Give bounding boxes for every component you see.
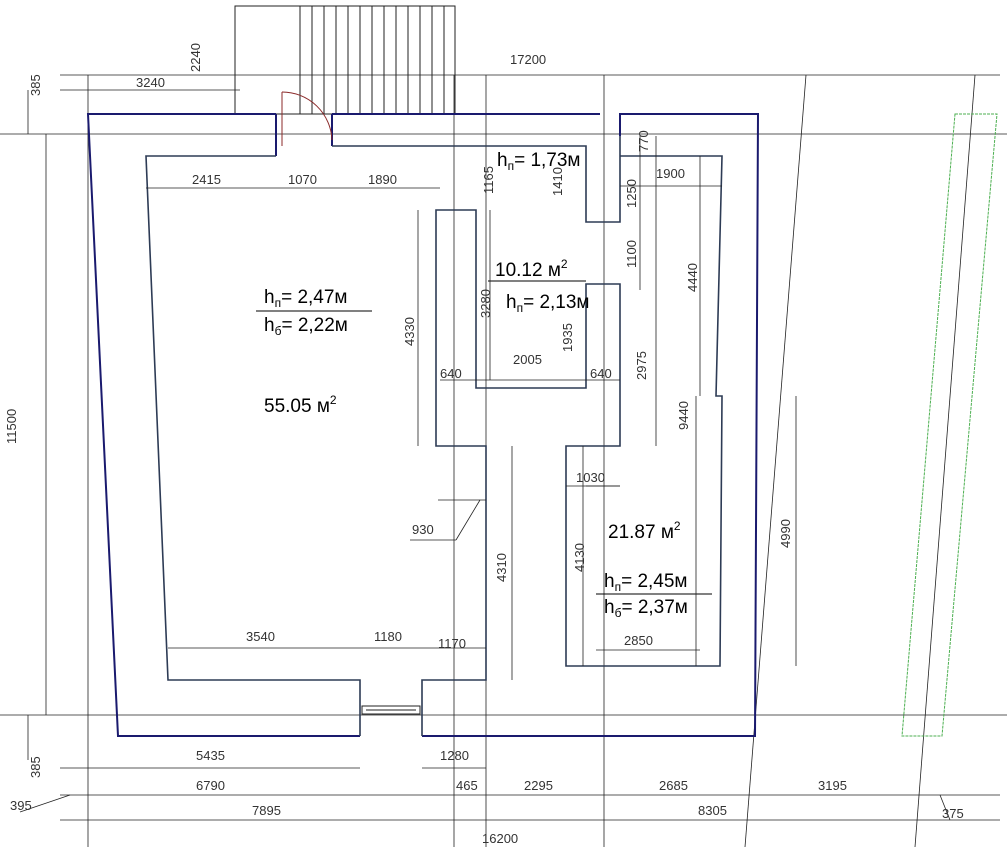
- entrance-door: [281, 91, 333, 146]
- dim-1410: 1410: [550, 167, 565, 196]
- dimension-lines: [19, 89, 1000, 821]
- inner-walls: [145, 136, 723, 736]
- dim-4990: 4990: [778, 519, 793, 548]
- room-top-label: hп= 1,73м: [497, 150, 581, 173]
- dim-1900: 1900: [656, 166, 685, 181]
- svg-text:10.12 м2: 10.12 м2: [495, 257, 568, 281]
- svg-text:hп= 2,47м: hп= 2,47м: [264, 287, 348, 310]
- dim-1935: 1935: [560, 323, 575, 352]
- dim-16200: 16200: [482, 831, 518, 846]
- dim-11500: 11500: [4, 409, 19, 444]
- dim-7895: 7895: [252, 803, 281, 818]
- dim-3280: 3280: [478, 289, 493, 318]
- dim-1165: 1165: [481, 166, 496, 194]
- dim-1180: 1180: [374, 629, 402, 644]
- room-center-label: 10.12 м2 hп= 2,13м: [488, 257, 590, 315]
- dim-3195: 3195: [818, 778, 847, 793]
- dim-5435: 5435: [196, 748, 225, 763]
- adjacent-outline: [901, 113, 998, 737]
- dim-2005: 2005: [513, 352, 542, 367]
- dim-6790: 6790: [196, 778, 225, 793]
- dim-2850: 2850: [624, 633, 653, 648]
- dim-3240: 3240: [136, 75, 165, 90]
- svg-text:21.87 м2: 21.87 м2: [608, 519, 681, 543]
- dim-3540: 3540: [246, 629, 275, 644]
- dim-385-bottom: 385: [28, 756, 43, 778]
- dim-2240: 2240: [188, 43, 203, 72]
- dim-465: 465: [456, 778, 478, 793]
- dim-1070: 1070: [288, 172, 317, 187]
- svg-text:hп= 2,45м: hп= 2,45м: [604, 571, 688, 594]
- dim-770: 770: [636, 130, 651, 152]
- dim-8305: 8305: [698, 803, 727, 818]
- dimension-labels: 17200 2240 385 3240 2415 1070 1890 1165 …: [4, 43, 964, 846]
- dim-4130: 4130: [572, 543, 587, 572]
- svg-text:hп= 1,73м: hп= 1,73м: [497, 150, 581, 173]
- dim-17200: 17200: [510, 52, 546, 67]
- dim-4440: 4440: [685, 263, 700, 292]
- dim-2295: 2295: [524, 778, 553, 793]
- room-main-label: hп= 2,47м hб= 2,22м 55.05 м2: [256, 287, 372, 417]
- dim-375: 375: [942, 806, 964, 821]
- staircase: [234, 5, 456, 115]
- dim-1030: 1030: [576, 470, 605, 485]
- dim-1170: 1170: [438, 636, 466, 651]
- dim-1890: 1890: [368, 172, 397, 187]
- dim-395: 395: [10, 798, 32, 813]
- svg-text:55.05 м2: 55.05 м2: [264, 393, 337, 417]
- dim-2975: 2975: [634, 351, 649, 380]
- dim-1250: 1250: [624, 179, 639, 208]
- dim-640-right: 640: [590, 366, 612, 381]
- dim-4310: 4310: [494, 553, 509, 582]
- dim-9440: 9440: [676, 401, 691, 430]
- dim-385-top: 385: [28, 74, 43, 96]
- room-right-label: 21.87 м2 hп= 2,45м hб= 2,37м: [596, 519, 712, 620]
- svg-text:hп= 2,13м: hп= 2,13м: [506, 292, 590, 315]
- bottom-window: [361, 705, 421, 715]
- dim-2685: 2685: [659, 778, 688, 793]
- dim-640-left: 640: [440, 366, 462, 381]
- outer-walls: [86, 113, 760, 737]
- dim-2415: 2415: [192, 172, 221, 187]
- svg-text:hб= 2,22м: hб= 2,22м: [264, 315, 348, 338]
- dim-4330: 4330: [402, 317, 417, 346]
- svg-text:hб= 2,37м: hб= 2,37м: [604, 597, 688, 620]
- dim-930: 930: [412, 522, 434, 537]
- dim-1280: 1280: [440, 748, 469, 763]
- dim-1100: 1100: [624, 240, 639, 268]
- reference-lines: [0, 74, 1007, 847]
